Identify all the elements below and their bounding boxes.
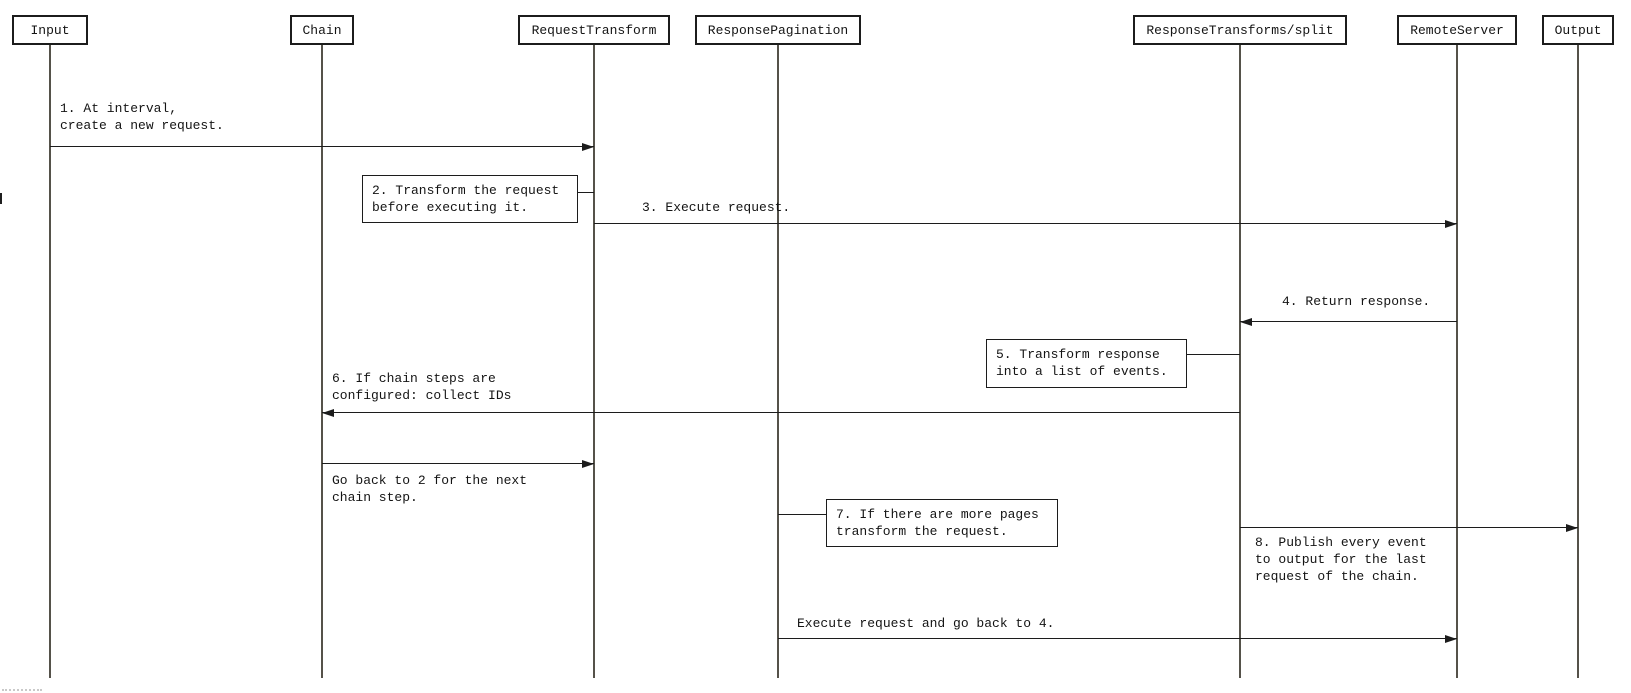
actor-label: ResponsePagination xyxy=(707,22,849,38)
lifeline-input xyxy=(49,45,51,678)
arrowhead-3-execute-request xyxy=(1445,219,1457,228)
message-label-line: chain step. xyxy=(332,490,418,505)
message-label-3: 3. Execute request. xyxy=(642,199,790,216)
actor-label: RemoteServer xyxy=(1410,22,1504,38)
note-connector-7 xyxy=(778,514,826,515)
arrowhead-go-back-to-2 xyxy=(582,459,594,468)
actor-label: RequestTransform xyxy=(531,22,657,38)
arrow-line-6-collect-ids xyxy=(322,412,1240,413)
bottom-left-dashes xyxy=(2,689,42,693)
arrowhead-6-collect-ids xyxy=(322,408,334,417)
note-connector-5 xyxy=(1187,354,1240,355)
arrow-line-execute-go-back-to-4 xyxy=(778,638,1457,639)
message-label-line: configured: collect IDs xyxy=(332,388,512,403)
actor-box-response-transforms-split: ResponseTransforms/split xyxy=(1133,15,1347,45)
lifeline-remote-server xyxy=(1456,45,1458,678)
message-label-line: to output for the last xyxy=(1255,552,1427,567)
message-label-go-back: Go back to 2 for the next chain step. xyxy=(332,472,527,506)
lifeline-response-pagination xyxy=(777,45,779,678)
message-label-line: Go back to 2 for the next xyxy=(332,473,528,488)
note-line: 5. Transform response xyxy=(996,347,1160,362)
note-line: transform the request. xyxy=(836,524,1008,539)
arrowhead-4-return-response xyxy=(1240,317,1252,326)
message-label-8: 8. Publish every event to output for the … xyxy=(1255,534,1427,585)
actor-box-output: Output xyxy=(1542,15,1614,45)
note-line: 7. If there are more pages xyxy=(836,507,1039,522)
actor-box-remote-server: RemoteServer xyxy=(1397,15,1517,45)
note-box-5: 5. Transform response into a list of even… xyxy=(986,339,1187,388)
actor-label: Output xyxy=(1554,22,1602,38)
lifeline-request-transform xyxy=(593,45,595,678)
message-label-1: 1. At interval, create a new request. xyxy=(60,100,224,134)
message-label-line: create a new request. xyxy=(60,118,224,133)
lifeline-output xyxy=(1577,45,1579,678)
lifeline-chain xyxy=(321,45,323,678)
actor-box-request-transform: RequestTransform xyxy=(518,15,670,45)
message-label-line: 6. If chain steps are xyxy=(332,371,496,386)
actor-label: Chain xyxy=(302,22,342,38)
arrow-line-1-new-request xyxy=(50,146,594,147)
arrowhead-8-publish-events xyxy=(1566,523,1578,532)
arrow-line-8-publish-events xyxy=(1240,527,1578,528)
lifeline-response-transforms-split xyxy=(1239,45,1241,678)
actor-label: ResponseTransforms/split xyxy=(1146,22,1334,38)
arrowhead-1-new-request xyxy=(582,142,594,151)
message-label-4: 4. Return response. xyxy=(1282,293,1430,310)
message-label-6: 6. If chain steps are configured: collect… xyxy=(332,370,511,404)
actor-box-chain: Chain xyxy=(290,15,354,45)
arrow-line-3-execute-request xyxy=(594,223,1457,224)
actor-box-input: Input xyxy=(12,15,88,45)
note-line: 2. Transform the request xyxy=(372,183,560,198)
note-line: into a list of events. xyxy=(996,364,1168,379)
arrow-line-go-back-to-2 xyxy=(322,463,594,464)
message-label-line: 3. Execute request. xyxy=(642,200,791,215)
message-label-line: request of the chain. xyxy=(1255,569,1419,584)
message-label-line: Execute request and go back to 4. xyxy=(797,616,1055,631)
arrow-line-4-return-response xyxy=(1240,321,1457,322)
note-line: before executing it. xyxy=(372,200,529,215)
note-connector-2 xyxy=(578,192,594,193)
actor-box-response-pagination: ResponsePagination xyxy=(695,15,861,45)
message-label-line: 8. Publish every event xyxy=(1255,535,1427,550)
note-box-2: 2. Transform the request before executing… xyxy=(362,175,578,223)
left-edge-tick xyxy=(0,193,2,204)
message-label-line: 1. At interval, xyxy=(60,101,178,116)
message-label-line: 4. Return response. xyxy=(1282,294,1431,309)
actor-label: Input xyxy=(30,22,70,38)
arrowhead-execute-go-back-to-4 xyxy=(1445,634,1457,643)
message-label-execute-again: Execute request and go back to 4. xyxy=(797,615,1054,632)
note-box-7: 7. If there are more pages transform the … xyxy=(826,499,1058,547)
